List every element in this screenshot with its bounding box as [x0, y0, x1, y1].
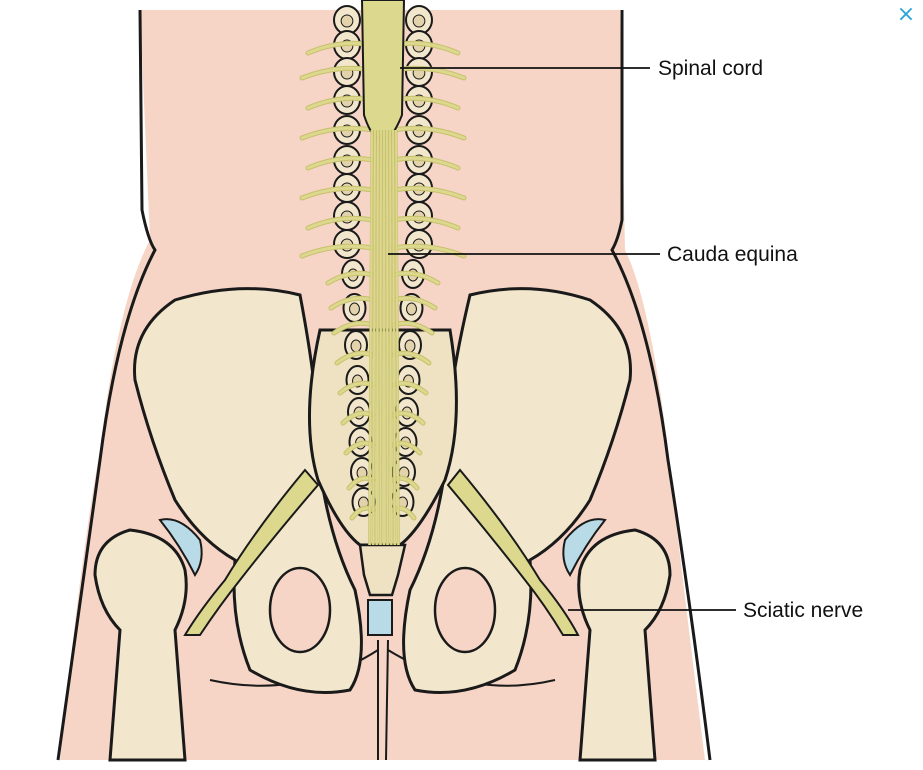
left-sciatic-nerve — [183, 468, 320, 636]
vertebra-foramen — [406, 302, 417, 316]
left-nerve-root-fill — [300, 186, 375, 200]
torso-left-outline — [56, 9, 157, 761]
right-nerve-root-fill — [391, 156, 460, 170]
right-nerve-root-fill — [391, 216, 460, 230]
vertebra-foramen — [412, 14, 426, 28]
cauda-fiber-fill — [375, 129, 379, 546]
right-obturator — [433, 566, 497, 654]
cauda-fiber-fill — [395, 129, 400, 546]
left-hip-cartilage — [158, 518, 203, 577]
left-nerve-root-fill — [306, 156, 375, 170]
right-sciatic-nerve — [446, 468, 580, 636]
vertebra-foramen — [340, 14, 354, 28]
labels: Spinal cord Cauda equina Sciatic nerve — [388, 57, 863, 622]
cauda-fiber-fill — [392, 129, 396, 546]
vertebra-foramen — [349, 302, 360, 316]
right-nerve-root-fill — [391, 381, 428, 395]
left-nerve-root-fill — [329, 296, 375, 310]
sciatic-nerve-label: Sciatic nerve — [743, 599, 863, 622]
gluteal-cleft — [377, 639, 389, 761]
left-nerve-root-fill — [306, 216, 375, 230]
cauda-fiber-fill — [368, 129, 373, 546]
cauda-equina-fibers — [368, 129, 400, 546]
coccyx — [358, 543, 407, 597]
right-hip-cartilage — [562, 518, 607, 577]
pubic-cartilage — [367, 599, 393, 636]
torso-right-outline — [610, 10, 712, 761]
cauda-fiber-fill — [389, 129, 393, 546]
left-femur — [93, 528, 188, 762]
vertebra-foramen — [350, 339, 362, 353]
left-nerve-root-fill — [300, 244, 375, 258]
left-nerve-root-fill — [300, 126, 375, 140]
vertebra-foramen — [404, 339, 416, 353]
right-nerve-root-fill — [391, 186, 466, 200]
right-femur — [577, 528, 672, 762]
spinal-cord — [360, 0, 406, 142]
left-nerve-root-fill — [326, 271, 375, 285]
cauda-equina-label: Cauda equina — [667, 243, 798, 266]
cauda-fiber-fill — [379, 129, 382, 546]
close-icon[interactable]: × — [896, 2, 916, 27]
right-nerve-root-fill — [391, 126, 466, 140]
nerves — [183, 0, 580, 636]
pelvis — [133, 287, 632, 694]
cauda-fiber-fill — [386, 129, 389, 546]
cauda-fiber-fill — [372, 129, 376, 546]
femurs — [93, 518, 672, 762]
spinal-cord-label: Spinal cord — [658, 57, 763, 80]
left-obturator — [268, 566, 332, 654]
